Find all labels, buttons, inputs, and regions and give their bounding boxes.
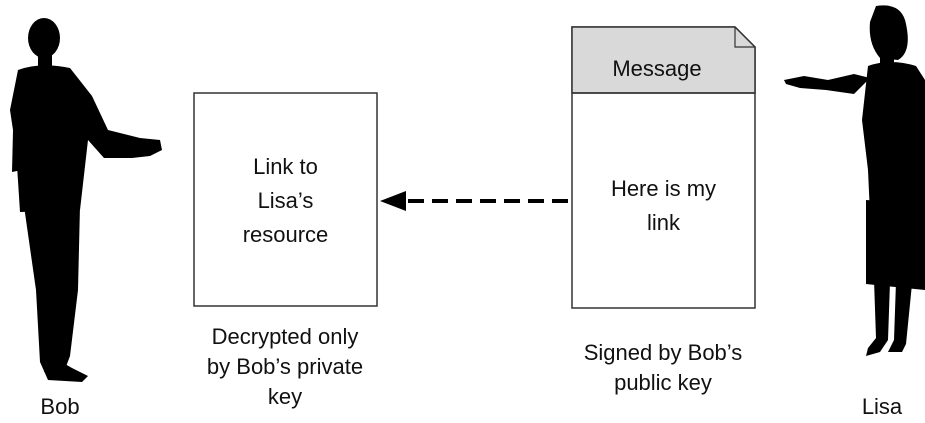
message-caption-line-2: public key: [614, 370, 712, 395]
link-caption-line-1: Decrypted only: [211, 324, 359, 349]
lisa-silhouette: [784, 5, 925, 356]
link-box-line-3: resource: [242, 222, 329, 247]
message-body-text: Here is my link: [572, 172, 755, 240]
link-caption-line-3: key: [267, 384, 303, 409]
link-caption: Decrypted only by Bob’s private key: [170, 322, 400, 412]
message-body-line-1: Here is my: [610, 176, 717, 201]
lisa-label: Lisa: [861, 394, 903, 419]
bob-label: Bob: [40, 394, 80, 419]
message-body-line-2: link: [646, 210, 680, 235]
message-caption-line-1: Signed by Bob’s: [583, 340, 743, 365]
message-header-band: [571, 26, 756, 94]
message-header-text: Message: [612, 56, 702, 81]
link-caption-line-2: by Bob’s private: [206, 354, 364, 379]
link-box-text: Link to Lisa’s resource: [194, 150, 377, 252]
link-box-line-2: Lisa’s: [257, 188, 314, 213]
bob-silhouette: [10, 18, 162, 382]
arrow-head-icon: [380, 191, 406, 211]
link-box-line-1: Link to: [253, 154, 318, 179]
message-caption: Signed by Bob’s public key: [548, 338, 778, 398]
